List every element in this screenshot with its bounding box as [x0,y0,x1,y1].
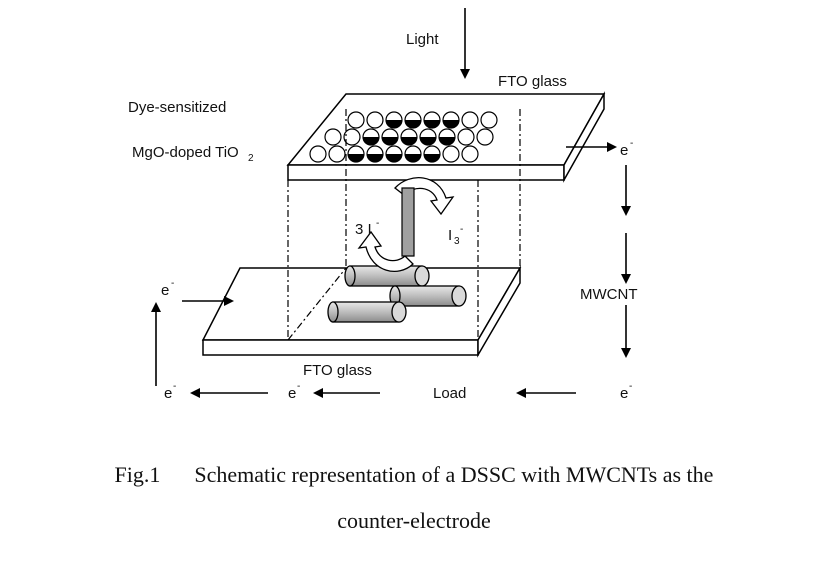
dye-coating [405,154,421,162]
dye-coating [424,120,440,128]
electron-flow-bottom [151,296,576,398]
electron-label-bottom-mid: e [288,385,296,402]
iodide-sup: - [376,218,379,229]
dye-coating [367,154,383,162]
electron-label-bottom-mid-sup: - [297,381,300,392]
electron-label-right: e [620,142,628,159]
projection-lines [287,109,521,341]
electron-label-left-sup: - [171,278,174,289]
electron-flow-right [566,142,631,358]
dye-sensitized-tio2-particles [309,111,498,163]
dye-coating [424,154,440,162]
dye-coating [443,120,459,128]
dye-coating [348,154,364,162]
dye-sensitized-label: Dye-sensitized [128,99,226,116]
light-label: Light [406,31,439,48]
triiodide-label: I [448,227,452,244]
tio2-particle [328,145,346,163]
fto-glass-top-label: FTO glass [498,73,567,90]
tio2-particle [366,111,384,129]
dye-coating [363,137,379,145]
dye-coating [386,120,402,128]
mwcnt-tube-3 [327,301,407,323]
figure-caption-text: Schematic representation of a DSSC with … [194,462,714,487]
tio2-particle [324,128,342,146]
mwcnt-tubes [327,265,467,323]
electron-label-right-sup: - [630,138,633,149]
mwcnt-label: MWCNT [580,286,637,303]
dye-coating [439,137,455,145]
triiodide-sub: 3 [454,236,460,247]
tio2-particle [343,128,361,146]
dye-coating [420,137,436,145]
curved-arrow-up-icon [357,230,414,273]
tio2-particle [457,128,475,146]
figure-caption-line2: counter-electrode [337,508,491,533]
tio2-particle [461,145,479,163]
redox-cycle-arrows [357,177,455,273]
dye-coating [401,137,417,145]
tio2-particle [476,128,494,146]
electron-label-bottom-right: e [620,385,628,402]
dye-coating [382,137,398,145]
electron-label-bottom-left-sup: - [173,381,176,392]
mwcnt-tube-2 [389,285,467,307]
mwcnt-tube-1 [344,265,430,287]
figure-caption-line1: Fig.1 Schematic representation of a DSSC … [0,462,828,488]
iodide-label: 3 I [355,221,372,238]
triiodide-sup: - [460,224,463,235]
dye-coating [405,120,421,128]
mgo-doped-tio2-label: MgO-doped TiO [132,144,239,161]
tio2-particle [442,145,460,163]
tio2-particle [309,145,327,163]
electron-label-bottom-right-sup: - [629,381,632,392]
tio2-particle [480,111,498,129]
tio2-particle [461,111,479,129]
redox-bar-left [401,187,415,257]
mgo-subscript: 2 [248,153,254,164]
load-label: Load [433,385,466,402]
fto-glass-bottom-label: FTO glass [303,362,372,379]
electron-label-bottom-left: e [164,385,172,402]
dye-coating [386,154,402,162]
electron-label-left: e [161,282,169,299]
figure-caption-label: Fig.1 [114,462,161,487]
tio2-particle [347,111,365,129]
